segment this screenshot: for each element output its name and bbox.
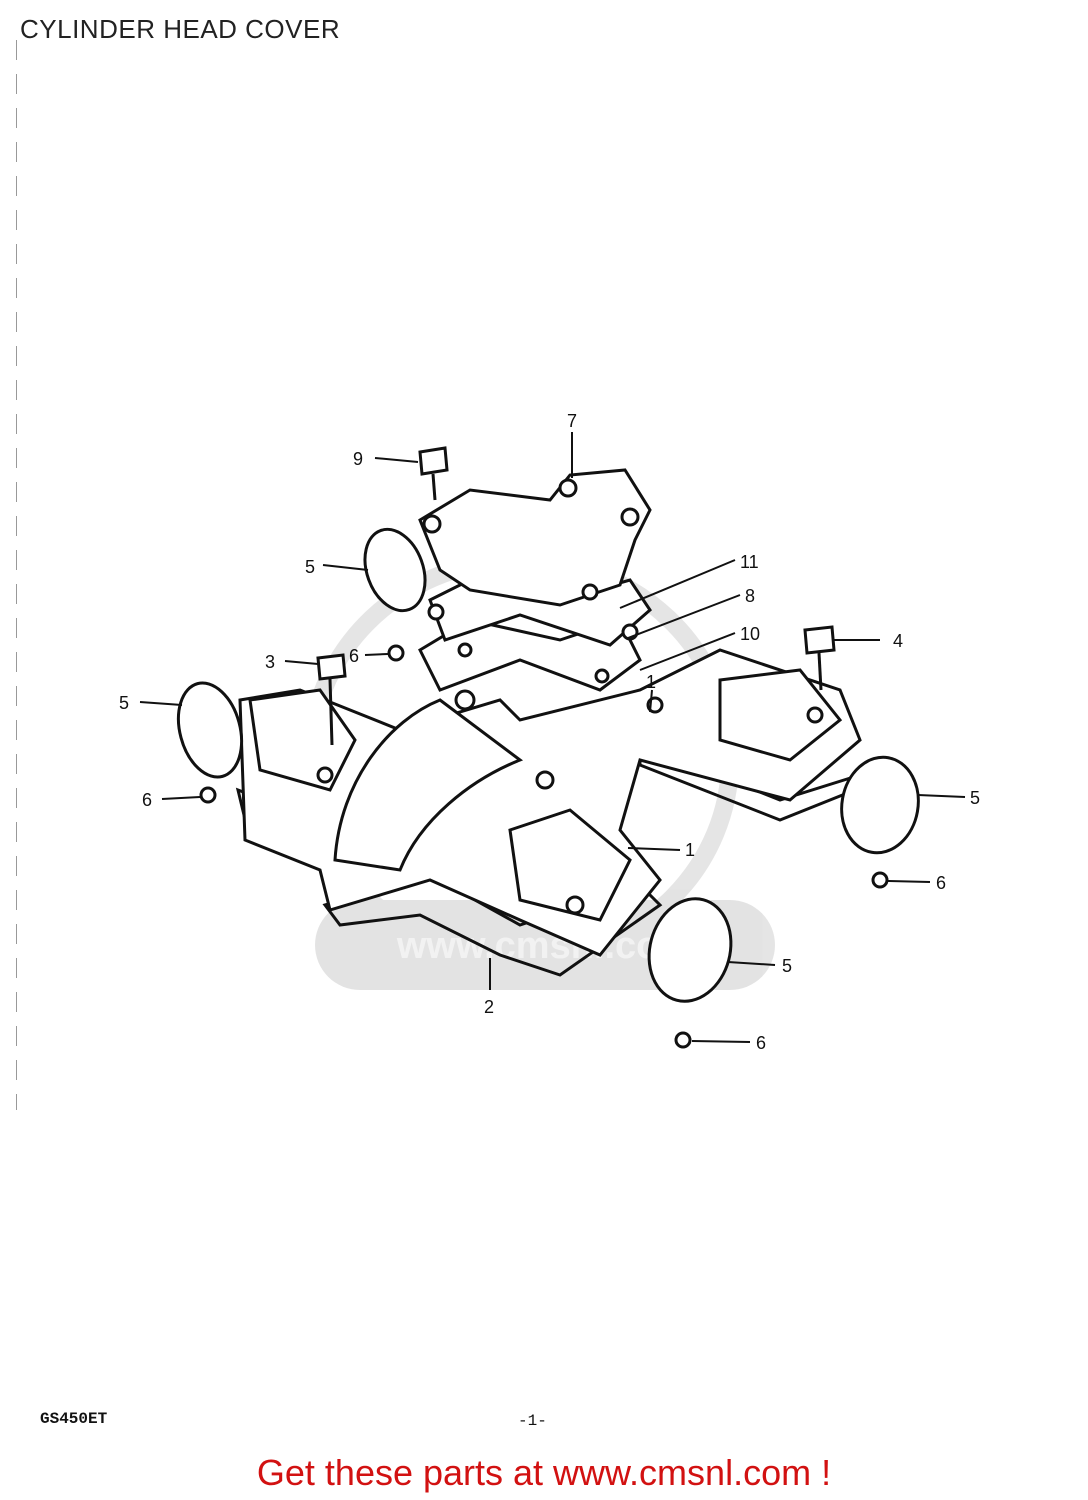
exploded-parts-diagram: www.cmsnl.com (119, 411, 980, 1053)
callout-6: 6 (936, 873, 946, 893)
cap-front (647, 897, 733, 1003)
callout-1: 1 (685, 840, 695, 860)
callout-4: 4 (893, 631, 903, 651)
margin-rule (16, 40, 17, 1110)
callout-6: 6 (142, 790, 152, 810)
cap-left (176, 681, 244, 779)
callout-5: 5 (305, 557, 315, 577)
cap-right (840, 755, 920, 855)
callout-6: 6 (349, 646, 359, 666)
cylinder-head-cover (238, 648, 862, 957)
page-title: CYLINDER HEAD COVER (20, 14, 341, 44)
callout-3: 3 (265, 652, 275, 672)
bolt-4 (803, 625, 836, 691)
callout-9: 9 (353, 449, 363, 469)
callout-11: 11 (740, 552, 759, 572)
bolt-9 (418, 446, 449, 501)
callout-2: 2 (484, 997, 494, 1017)
callout-5: 5 (119, 693, 129, 713)
screws (199, 644, 889, 1049)
promo-link-container: Get these parts at www.cmsnl.com ! (0, 1452, 1088, 1494)
leader-lines (139, 432, 966, 1043)
model-code: GS450ET (40, 1410, 108, 1428)
bolt-3 (316, 653, 347, 746)
cap-upper-left (363, 527, 427, 613)
callout-7: 7 (567, 411, 577, 431)
callout-1: 1 (646, 672, 656, 692)
breather-cover (418, 468, 652, 607)
callout-6: 6 (756, 1033, 766, 1053)
page-number: -1- (518, 1412, 547, 1430)
callout-10: 10 (740, 624, 760, 644)
callout-5: 5 (782, 956, 792, 976)
callout-5: 5 (970, 788, 980, 808)
callout-8: 8 (745, 586, 755, 606)
promo-link[interactable]: Get these parts at www.cmsnl.com ! (256, 1452, 832, 1493)
